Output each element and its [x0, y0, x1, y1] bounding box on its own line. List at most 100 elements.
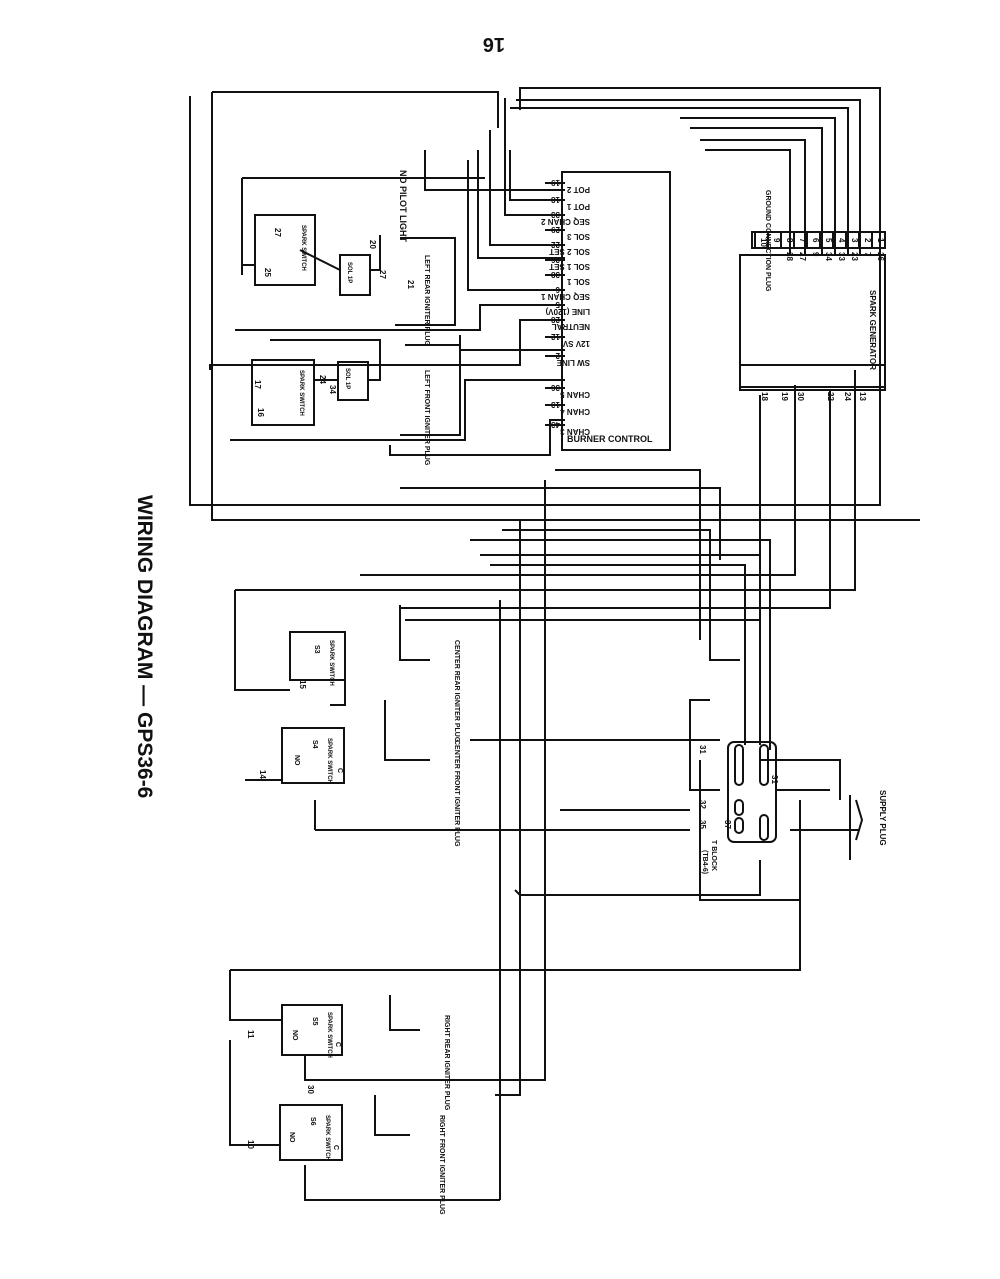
burner-control-terminal: SOL 2 SET: [549, 247, 590, 256]
spark-generator-terminal: 3: [850, 238, 859, 243]
burner-control-wire-number: 28: [551, 315, 560, 324]
switch-s6-id: S6: [309, 1117, 316, 1126]
burner-control-wire-number: 26: [551, 255, 560, 264]
wire-number-label: 16: [256, 408, 265, 417]
burner-control-terminal: SOL 1 SET: [549, 262, 590, 271]
switch-s2-box: [251, 359, 315, 426]
solenoid-1-label: SOL 1P: [346, 262, 352, 283]
wire-number-label: 17: [253, 380, 262, 389]
switch-s1-label: SPARK SWITCH: [300, 225, 306, 271]
spark-generator-terminal: 5: [824, 238, 833, 243]
burner-control-terminal: CHAN 4: [560, 407, 590, 416]
burner-control-wire-number: 36: [551, 383, 560, 392]
left-front-switch-block: SPARK SWITCH SOL 1P: [251, 339, 381, 426]
wire-number-label: 10: [246, 1140, 255, 1149]
burner-control-wire-number: 6: [555, 285, 560, 294]
burner-control-wire-number: 19: [551, 178, 560, 187]
switch-s3-id: S3: [313, 645, 320, 654]
terminal-block-body: [727, 741, 777, 843]
burner-control-wire-number: 5: [555, 300, 560, 309]
spark-generator-lower-strip: [739, 364, 886, 388]
switch-s6-no: NO: [288, 1132, 295, 1143]
page-number: 16: [483, 33, 505, 55]
burner-control-title: BURNER CONTROL: [567, 434, 653, 444]
switch-s6-box: [279, 1104, 343, 1161]
wire-number-label: 34: [328, 385, 337, 394]
switch-s6-label: SPARK SWITCH: [324, 1115, 330, 1161]
burner-control-terminal: CHAN 3: [560, 427, 590, 436]
spark-generator-terminal: 1: [876, 238, 885, 243]
spark-generator-wire-number: 33: [837, 252, 846, 261]
spark-generator-terminal: 8: [785, 238, 794, 243]
burner-control-terminal: SW LINE: [556, 358, 590, 367]
burner-control-wire-number: 22: [551, 240, 560, 249]
spark-generator-wire-number: 34: [824, 252, 833, 261]
spark-generator-wire-number: 28: [785, 252, 794, 261]
burner-control-wire-number: 2: [555, 351, 560, 360]
spark-generator-terminal: 4: [837, 238, 846, 243]
supply-plug: SUPPLY PLUG: [790, 790, 887, 860]
wire-number-label: 21: [406, 280, 415, 289]
burner-control-wire-number: 12: [551, 332, 560, 341]
wire-number-label: 31: [698, 745, 707, 754]
switch-s6-c: C: [332, 1145, 339, 1150]
spark-generator-wire-number: 7: [863, 252, 872, 257]
wire-number-label: 14: [258, 770, 267, 779]
burner-control-box: [561, 171, 671, 451]
center-rear-igniter-label: CENTER REAR IGNITER PLUG: [453, 640, 460, 743]
spark-generator-wire-number: 26: [876, 252, 885, 261]
switch-s1-box: [254, 214, 316, 286]
burner-control-wire-number: 43: [551, 420, 560, 429]
wire-number-label: 31: [770, 775, 779, 784]
right-front-igniter-label: RIGHT FRONT IGNITER PLUG: [438, 1115, 445, 1215]
spark-generator-wire-number: 23: [850, 252, 859, 261]
left-igniter-plugs: LEFT REAR IGNITER PLUG LEFT FRONT IGNITE…: [395, 170, 461, 466]
wire-number-label: 25: [263, 268, 272, 277]
burner-control-terminal: SEQ CHAN 1: [541, 292, 590, 301]
burner-control-terminal: LINE (120V): [545, 307, 590, 316]
spark-generator-lower-wire: 13: [858, 392, 867, 401]
wire-number-label: 11: [246, 1030, 255, 1039]
left-rear-switch-block: SPARK SWITCH SOL 1P: [243, 214, 381, 296]
wire-number-label: 35: [698, 820, 707, 829]
spark-generator-terminal-strip: [751, 231, 886, 249]
switch-s5-id: S5: [311, 1017, 318, 1026]
terminal-block-note: (TB4-6): [701, 850, 708, 874]
spark-generator-terminal: 10: [759, 238, 768, 247]
switch-terminal-labels: S3 S4 S5 S6 NO C NO C NO C: [288, 645, 343, 1150]
wire-number-label: 27: [378, 270, 387, 279]
no-pilot-light-label: NO PILOT LIGHT: [398, 170, 408, 242]
wire-number-label: 20: [368, 240, 377, 249]
wire-number-label: 27: [273, 228, 282, 237]
switch-s5-box: [281, 1004, 343, 1056]
switch-s5-no: NO: [291, 1030, 298, 1041]
spark-generator-terminal: 7: [798, 238, 807, 243]
supply-plug-label: SUPPLY PLUG: [878, 790, 887, 846]
right-switches: SPARK SWITCH SPARK SWITCH RIGHT REAR IGN…: [229, 970, 500, 1215]
switch-s4-c: C: [336, 768, 343, 773]
switch-s3-label: SPARK SWITCH: [328, 640, 334, 686]
burner-control-wire-number: 13: [551, 400, 560, 409]
burner-control-wire-number: 33: [551, 210, 560, 219]
ground-connection-label: GROUND CONNECTION PLUG: [764, 190, 771, 292]
wire-number-label: 32: [698, 800, 707, 809]
solenoid-2-box: [337, 361, 369, 401]
terminal-block-label: T BLOCK: [710, 840, 717, 871]
burner-control-wire-number: 38: [551, 270, 560, 279]
right-rear-igniter-label: RIGHT REAR IGNITER PLUG: [443, 1015, 450, 1111]
spark-generator-terminal: 6: [811, 238, 820, 243]
burner-control-wire-number: 29: [551, 225, 560, 234]
switch-s4-label: SPARK SWITCH: [326, 738, 332, 784]
switch-s4-no: NO: [293, 755, 300, 766]
burner-control-terminal: 12V SV: [562, 339, 590, 348]
switch-s5-c: C: [334, 1042, 341, 1047]
left-front-igniter-label: LEFT FRONT IGNITER PLUG: [423, 370, 430, 466]
spark-generator-terminal: 9: [772, 238, 781, 243]
wire-number-label: 15: [298, 680, 307, 689]
wire-number-label: 24: [318, 375, 327, 384]
switch-s2-label: SPARK SWITCH: [298, 370, 304, 416]
wire-harness: [189, 87, 920, 1200]
